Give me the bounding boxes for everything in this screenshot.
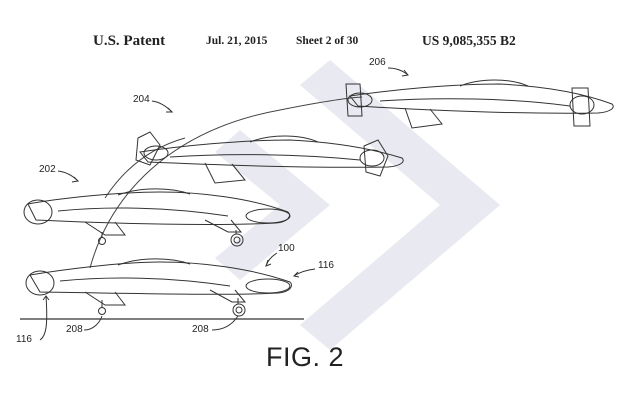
ref-202: 202 [39, 164, 56, 175]
ref-206: 206 [369, 57, 386, 68]
aircraft-204 [135, 131, 404, 184]
header-date: Jul. 21, 2015 [206, 35, 268, 47]
ref-116-nose: 116 [318, 260, 334, 271]
ref-204: 204 [133, 94, 150, 105]
aircraft-ground [25, 258, 292, 317]
watermark-logo [215, 60, 500, 350]
flight-path-arcs [89, 96, 363, 269]
figure-label: FIG. 2 [266, 342, 345, 372]
ref-100: 100 [278, 243, 295, 254]
aircraft-202 [23, 188, 291, 247]
reference-leaders [39, 67, 409, 341]
ref-208-front: 208 [66, 324, 83, 335]
header-sheet-number: Sheet 2 of 30 [296, 35, 359, 47]
ref-208-rear: 208 [192, 324, 209, 335]
header-patent-label: U.S. Patent [93, 33, 166, 49]
aircraft-206 [345, 79, 614, 129]
header-patent-number: US 9,085,355 B2 [422, 33, 516, 48]
ref-116-tail: 116 [16, 334, 32, 345]
